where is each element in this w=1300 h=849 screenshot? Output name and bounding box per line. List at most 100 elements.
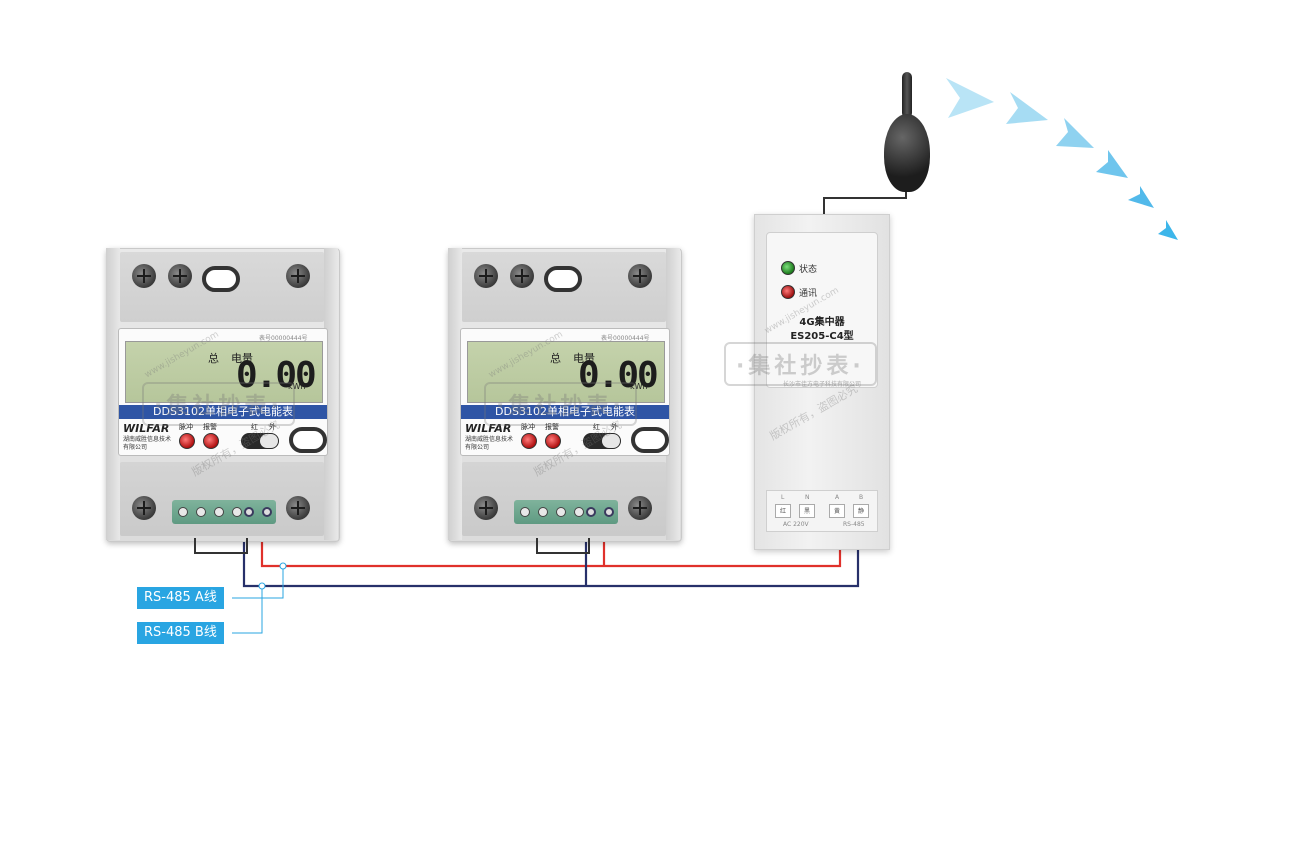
meter-side [106,248,120,540]
terminal-block [172,500,276,524]
rs485-a-label: RS-485 A线 [137,587,224,609]
lcd-reading: 0.00 [236,355,317,396]
meter-model: DDS3102单相电子式电能表 [119,405,327,419]
terminal-hole [556,507,566,517]
terminal-tag-n: N [805,494,810,501]
seal-slot [289,427,327,453]
ir-switch-icon [583,433,621,449]
lcd-unit: kWh [288,382,306,391]
pulse-led-icon [179,433,195,449]
terminal-hole-b [586,507,596,517]
lcd-total-label: 总 [550,352,561,365]
mount-bracket [536,538,590,554]
status-label: 状态 [799,265,818,275]
energy-meter-1: 表号00000444号 总 电量 0.00 kWh DDS3102单相电子式电能… [106,248,340,554]
leader-a [232,566,284,599]
lcd-display: 总 电量 0.00 kWh [467,341,665,403]
signal-arrow [1158,220,1178,240]
energy-meter-2: 表号00000444号 总 电量 0.00 kWh DDS3102单相电子式电能… [448,248,682,554]
rs485-b-wire [242,512,860,588]
terminal-rs485-label: RS-485 [843,521,865,528]
concentrator-title: 4G集中器 [799,317,845,328]
screw-icon [132,496,156,520]
terminal-hole [232,507,242,517]
screw-icon [510,264,534,288]
status-led-icon [781,261,795,275]
mount-bracket [194,538,248,554]
lcd-unit: kWh [630,382,648,391]
ir-ext-label: 外 [611,423,618,431]
meter-brand: WILFAR [465,422,512,435]
screw-icon [474,264,498,288]
ir-switch-icon [241,433,279,449]
meter-panel: 表号00000444号 总 电量 0.00 kWh DDS3102单相电子式电能… [460,328,670,456]
concentrator-model: ES205-C4型 [790,331,854,342]
signal-arrow [946,78,994,118]
comm-led-icon [781,285,795,299]
pulse-label: 脉冲 [521,423,535,431]
terminal-hole [574,507,584,517]
meter-brand: WILFAR [123,422,170,435]
signal-arrow [1056,118,1094,148]
antenna-cable [823,190,907,214]
watermark: ·集社抄表· [484,382,637,426]
meter-side [324,248,338,540]
lcd-display: 总 电量 0.00 kWh [125,341,323,403]
alarm-label: 报警 [545,423,559,431]
terminal-box-n: 黑 [799,504,815,518]
ir-red-label: 红 [593,423,600,431]
terminal-hole-a [262,507,272,517]
mount-slot [544,266,582,292]
lcd-energy-label: 电量 [573,352,595,365]
leader-b-dot [258,582,266,590]
terminal-hole [538,507,548,517]
concentrator-company: 长沙市佳方电子科技有限公司 [782,381,861,388]
terminal-box-l: 红 [775,504,791,518]
rs485-b-label: RS-485 B线 [137,622,224,644]
meter-serial: 表号00000444号 [259,335,308,342]
signal-arrow [1096,150,1128,178]
meter-side [448,248,462,540]
seal-slot [631,427,669,453]
screw-icon [628,496,652,520]
screw-icon [628,264,652,288]
terminal-hole [196,507,206,517]
watermark: ·集社抄表· [724,342,877,386]
alarm-led-icon [203,433,219,449]
meter-maker: 湖南威胜信息技术有限公司 [123,436,172,451]
terminal-hole [178,507,188,517]
alarm-label: 报警 [203,423,217,431]
signal-arrow [1128,186,1154,208]
lcd-reading: 0.00 [578,355,659,396]
meter-model: DDS3102单相电子式电能表 [461,405,669,419]
terminal-hole [214,507,224,517]
terminal-box-a: 黄 [829,504,845,518]
terminal-hole-b [244,507,254,517]
pulse-led-icon [521,433,537,449]
concentrator-4g: 状态 通讯 4G集中器 ES205-C4型 长沙市佳方电子科技有限公司 L N … [754,214,890,550]
terminal-hole-a [604,507,614,517]
meter-maker: 湖南威胜信息技术有限公司 [465,436,514,451]
screw-icon [132,264,156,288]
meter-panel: 表号00000444号 总 电量 0.00 kWh DDS3102单相电子式电能… [118,328,328,456]
pulse-label: 脉冲 [179,423,193,431]
meter-serial: 表号00000444号 [601,335,650,342]
lcd-total-label: 总 [208,352,219,365]
terminal-box-b: 静 [853,504,869,518]
signal-arrow [1006,92,1048,124]
concentrator-terminals: L N A B 红 黑 黄 静 AC 220V RS-485 [766,490,878,532]
screw-icon [286,496,310,520]
concentrator-face: 状态 通讯 4G集中器 ES205-C4型 长沙市佳方电子科技有限公司 [766,232,878,388]
terminal-tag-l: L [781,494,785,501]
screw-icon [168,264,192,288]
mount-slot [202,266,240,292]
meter-side [666,248,680,540]
antenna-base-icon [884,114,930,192]
watermark: ·集社抄表· [142,382,295,426]
terminal-tag-b: B [859,494,864,501]
terminal-hole [520,507,530,517]
lcd-energy-label: 电量 [231,352,253,365]
screw-icon [286,264,310,288]
